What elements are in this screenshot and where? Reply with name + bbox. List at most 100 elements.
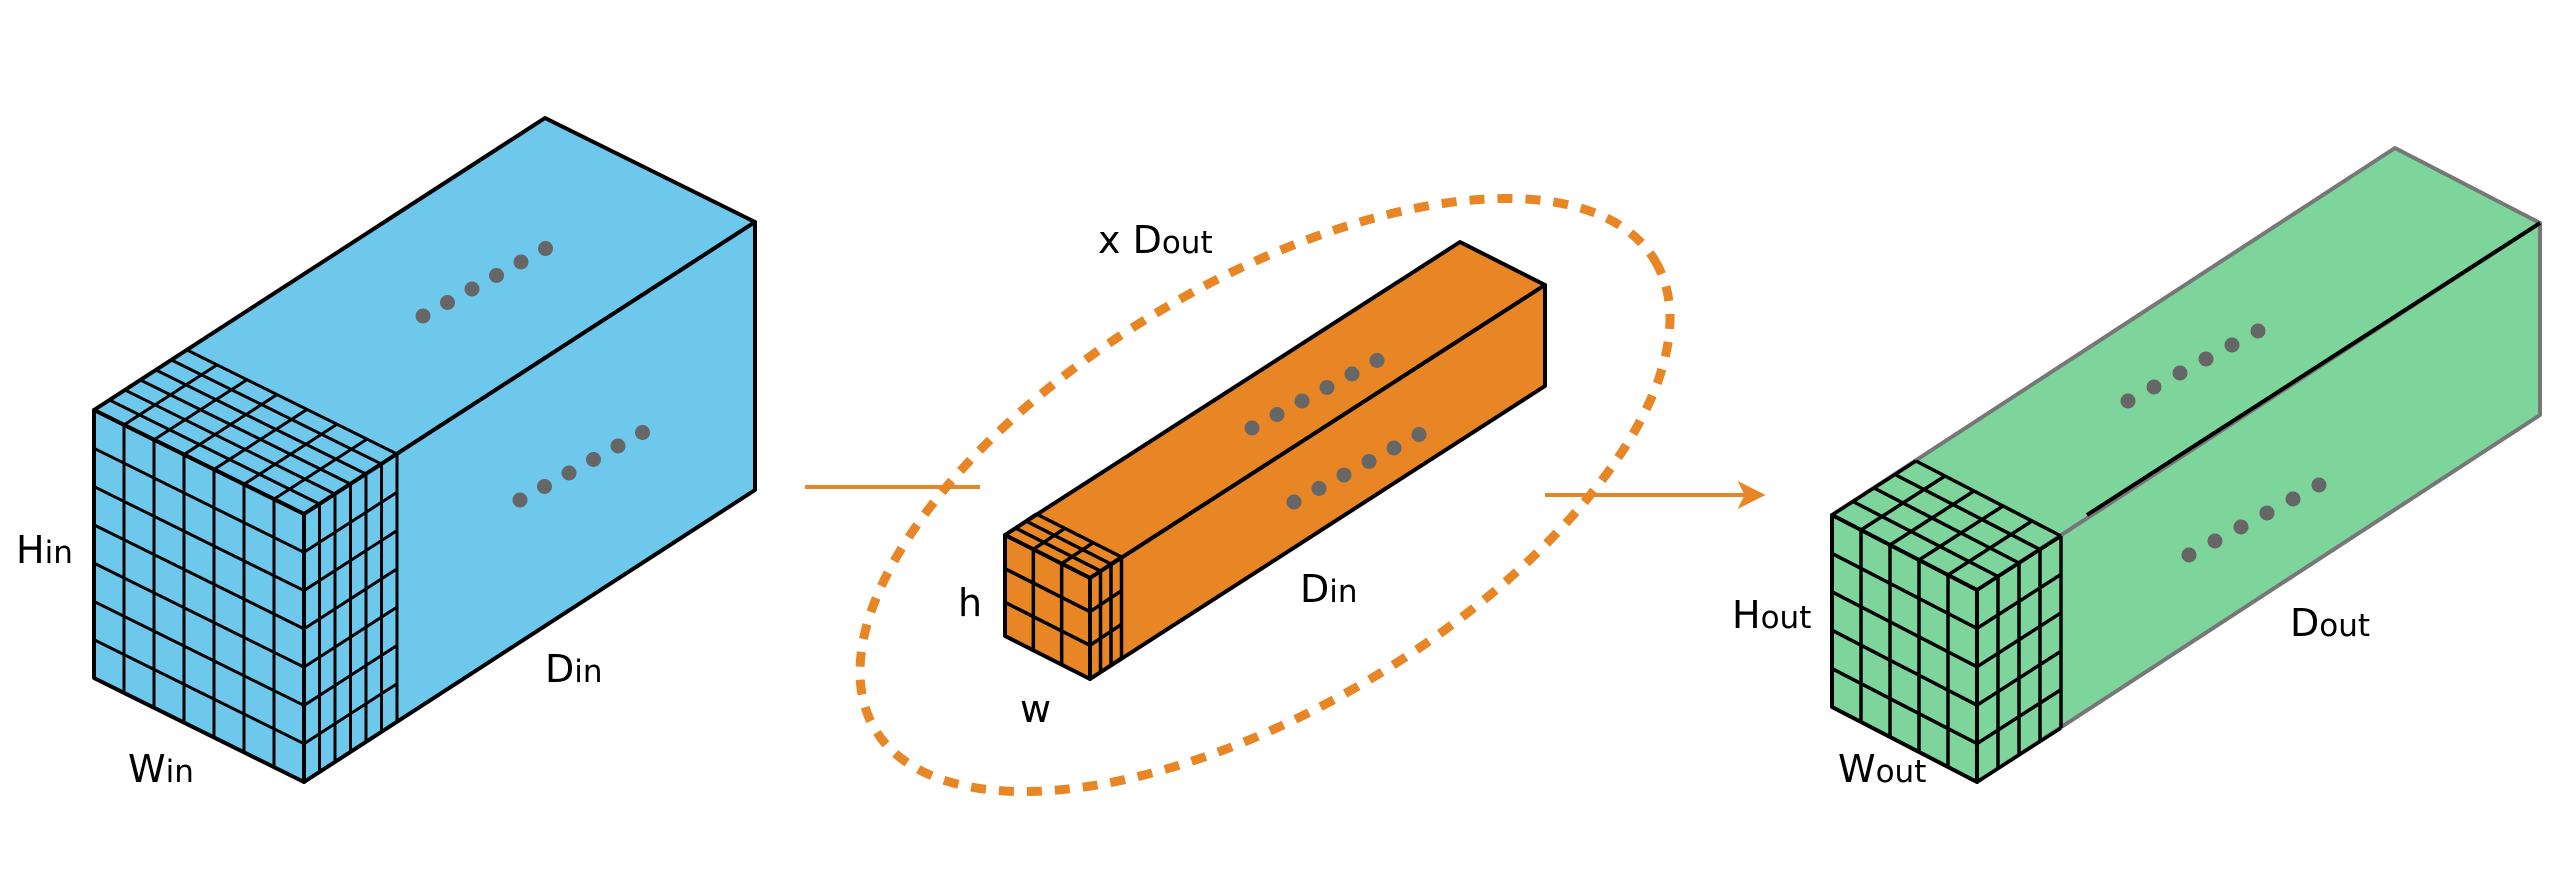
grid-line [1976,688,2062,746]
grid-line [1894,472,2041,552]
grid-line [273,437,368,501]
ellipsis-dot [538,241,553,256]
grid-line [1831,667,1978,746]
grid-line [183,393,278,456]
ellipsis-dot [1286,494,1302,510]
input-dots-side [512,425,650,508]
grid-line [1831,513,1978,592]
grid-line [1976,572,2062,630]
kernel-dashed-ellipse [855,193,1675,797]
grid-line [1831,705,1978,784]
ellipsis-dot [610,438,626,454]
output-height-label: Hout [1732,593,1811,637]
input-depth-label: Din [545,647,603,691]
grid-line [1831,551,1978,630]
ellipsis-dot [635,425,650,440]
kernel-grid [1003,512,1124,681]
output-top-edge [2085,221,2542,517]
ellipsis-dot [512,492,528,508]
grid-line [213,408,308,471]
input-height-label: Hin [16,528,73,572]
grid-line [1089,555,1123,580]
output-dots-side [2181,477,2327,563]
ellipsis-dot [2250,323,2266,339]
kernel-width-label: w [1020,687,1051,731]
output-volume [1830,146,2542,784]
grid-line [186,348,398,456]
ellipsis-dot [1319,380,1335,395]
grid-line [303,644,398,707]
grid-line [1889,489,1975,547]
grid-line [1025,519,1112,566]
ellipsis-dot [2120,393,2136,409]
grid-line [93,676,305,784]
ellipsis-dot [1386,440,1402,456]
kernel-height-label: h [958,581,982,625]
ellipsis-dot [1411,427,1427,442]
ellipsis-dot [537,479,552,494]
grid-line [93,348,188,412]
ellipsis-dot [1361,454,1377,469]
grid-line [93,600,305,707]
grid-line [93,446,305,554]
grid-line [1004,634,1091,681]
grid-line [1860,474,1946,532]
grid-line [1004,567,1091,614]
grid-line [93,561,305,669]
grid-line [1035,512,1123,559]
ellipsis-dot [2285,491,2301,507]
grid-line [1004,600,1091,647]
ellipsis-dot [2311,477,2327,493]
grid-line [139,378,352,486]
ellipsis-dot [2207,533,2223,549]
grid-line [1976,726,2062,784]
ellipsis-dot [586,452,601,467]
grid-line [1004,512,1038,537]
ellipsis-dot [2233,519,2249,535]
grid-line [1831,628,1978,707]
grid-line [153,378,248,441]
grid-line [1004,533,1091,580]
ellipsis-dot [2259,505,2275,521]
output-width-label: Wout [1838,747,1926,791]
ellipsis-dot [1336,467,1352,483]
grid-line [170,358,383,466]
kernel-dots-side [1286,427,1427,510]
ellipsis-dot [1244,420,1260,436]
grid-line [1976,649,2062,707]
grid-line [155,368,367,476]
grid-line [1089,656,1123,681]
grid-line [1032,526,1066,551]
ellipsis-dot [2224,337,2240,353]
grid-line [303,720,398,784]
output-grid [1830,459,2063,784]
grid-line [303,491,398,554]
grid-line [1060,541,1095,566]
grid-line [303,682,398,745]
ellipsis-dot [1344,366,1360,382]
input-grid [92,348,399,784]
grid-line [1947,519,2033,577]
ellipsis-dot [2198,351,2214,367]
output-dots-top [2120,323,2266,409]
ellipsis-dot [2146,379,2162,395]
ellipsis-dot [489,268,504,283]
grid-line [93,408,305,516]
grid-line [243,423,338,486]
ellipsis-dot [2181,547,2197,563]
ellipsis-dot [1311,481,1327,496]
ellipsis-dot [464,281,480,297]
grid-line [108,398,321,506]
ellipsis-dot [440,295,455,310]
kernel-repeat-label: x Dout [1098,218,1213,262]
ellipsis-dot [415,308,431,324]
ellipsis-dot [2172,365,2188,381]
input-width-label: Win [128,747,194,791]
ellipsis-dot [513,254,529,270]
ellipsis-dot [1269,407,1285,422]
grid-line [1831,590,1978,669]
grid-line [93,523,305,631]
grid-line [124,388,336,496]
grid-line [303,567,398,631]
grid-line [1976,534,2062,592]
